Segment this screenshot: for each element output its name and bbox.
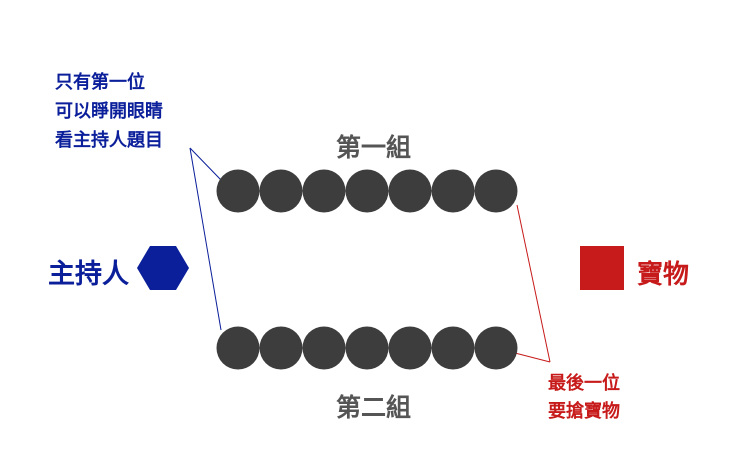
group1-person-3-circle-icon (302, 169, 346, 213)
group1-row (216, 169, 518, 213)
host-note-line-3: 看主持人題目 (55, 130, 163, 151)
group1-person-7-circle-icon (474, 169, 518, 213)
group2-person-3-circle-icon (302, 326, 346, 370)
group1-person-4-circle-icon (345, 169, 389, 213)
group2-person-7-circle-icon (474, 326, 518, 370)
host-note-line-1: 只有第一位 (55, 72, 145, 93)
group1-label: 第一組 (336, 133, 412, 162)
blue-connector-vertical (189, 147, 222, 331)
group2-person-5-circle-icon (388, 326, 432, 370)
host-label: 主持人 (48, 259, 129, 290)
host-hexagon-icon (137, 246, 189, 290)
group2-person-1-circle-icon (216, 326, 260, 370)
group2-person-4-circle-icon (345, 326, 389, 370)
last-note-line-2: 要搶寶物 (548, 401, 620, 422)
group1-person-2-circle-icon (259, 169, 303, 213)
group2-person-2-circle-icon (259, 326, 303, 370)
blue-connector-top (189, 147, 222, 181)
group2-label: 第二組 (336, 393, 412, 422)
treasure-label: 寶物 (637, 260, 690, 290)
red-connector-bottom (514, 352, 551, 363)
host-note: 只有第一位 可以睜開眼睛 看主持人題目 (55, 68, 163, 155)
group2-row (216, 326, 518, 370)
group2-person-6-circle-icon (431, 326, 475, 370)
group1-person-5-circle-icon (388, 169, 432, 213)
treasure-square-icon (580, 246, 624, 290)
red-connector-vertical (516, 204, 551, 363)
host-note-line-2: 可以睜開眼睛 (55, 101, 163, 122)
group1-person-6-circle-icon (431, 169, 475, 213)
last-note-line-1: 最後一位 (548, 373, 620, 394)
group1-person-1-circle-icon (216, 169, 260, 213)
last-person-note: 最後一位 要搶寶物 (548, 370, 620, 426)
